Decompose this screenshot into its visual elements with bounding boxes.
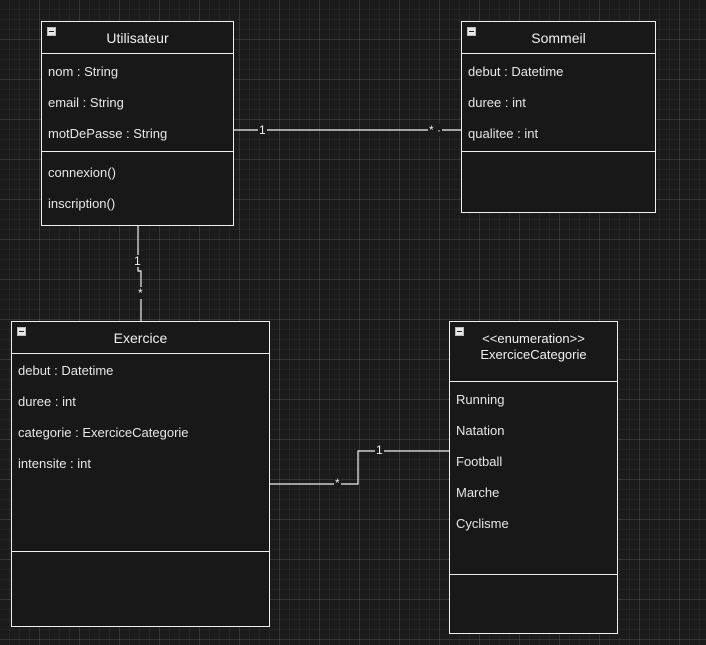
attribute[interactable]: debut : Datetime (468, 64, 564, 79)
enum-stereotype: <<enumeration>> (482, 331, 585, 346)
attributes-section: nom : String email : String motDePasse :… (42, 54, 233, 151)
attributes-section: debut : Datetime duree : int qualitee : … (462, 54, 655, 151)
attributes-section: debut : Datetime duree : int categorie :… (12, 354, 269, 551)
class-utilisateur[interactable]: Utilisateur nom : String email : String … (41, 21, 234, 226)
collapse-icon[interactable] (47, 27, 56, 36)
attribute[interactable]: motDePasse : String (48, 126, 168, 141)
class-name: Sommeil (531, 30, 586, 46)
enum-exercice-categorie-header[interactable]: <<enumeration>> ExerciceCategorie (450, 322, 617, 382)
class-name: Utilisateur (106, 30, 169, 46)
enum-literal[interactable]: Natation (456, 423, 505, 438)
class-sommeil[interactable]: Sommeil debut : Datetime duree : int qua… (461, 21, 656, 213)
method[interactable]: connexion() (48, 165, 116, 180)
enum-bottom-section (450, 574, 617, 575)
enum-literal[interactable]: Cyclisme (456, 516, 509, 531)
collapse-icon[interactable] (455, 327, 464, 336)
collapse-icon[interactable] (467, 27, 476, 36)
class-name: Exercice (113, 330, 168, 346)
methods-section (12, 551, 269, 552)
class-utilisateur-header[interactable]: Utilisateur (42, 22, 233, 54)
class-sommeil-header[interactable]: Sommeil (462, 22, 655, 54)
enum-name: ExerciceCategorie (480, 347, 587, 362)
enum-literal[interactable]: Marche (456, 485, 500, 500)
methods-section (462, 151, 655, 152)
enum-exercice-categorie[interactable]: <<enumeration>> ExerciceCategorie Runnin… (449, 321, 618, 634)
attribute[interactable]: nom : String (48, 64, 119, 79)
multiplicity-label: 1 (375, 443, 384, 457)
multiplicity-label: * (334, 476, 341, 490)
attribute[interactable]: email : String (48, 95, 124, 110)
method[interactable]: inscription() (48, 196, 116, 211)
multiplicity-label: 1 (133, 254, 142, 268)
multiplicity-label: 1 (258, 123, 267, 137)
class-exercice[interactable]: Exercice debut : Datetime duree : int ca… (11, 321, 270, 627)
multiplicity-label: * · (428, 123, 442, 137)
enum-literal[interactable]: Running (456, 392, 505, 407)
collapse-icon[interactable] (17, 327, 26, 336)
attribute[interactable]: debut : Datetime (18, 363, 114, 378)
attribute[interactable]: duree : int (468, 95, 526, 110)
multiplicity-label: * (137, 286, 144, 300)
class-exercice-header[interactable]: Exercice (12, 322, 269, 354)
association-utilisateur-exercice (137, 226, 142, 321)
attribute[interactable]: categorie : ExerciceCategorie (18, 425, 189, 440)
attribute[interactable]: duree : int (18, 394, 76, 409)
attribute[interactable]: qualitee : int (468, 126, 539, 141)
attribute[interactable]: intensite : int (18, 456, 91, 471)
association-exercice-categorie (270, 450, 450, 485)
literals-section: Running Natation Football Marche Cyclism… (450, 382, 617, 574)
enum-literal[interactable]: Football (456, 454, 503, 469)
methods-section: connexion() inscription() (42, 151, 233, 219)
